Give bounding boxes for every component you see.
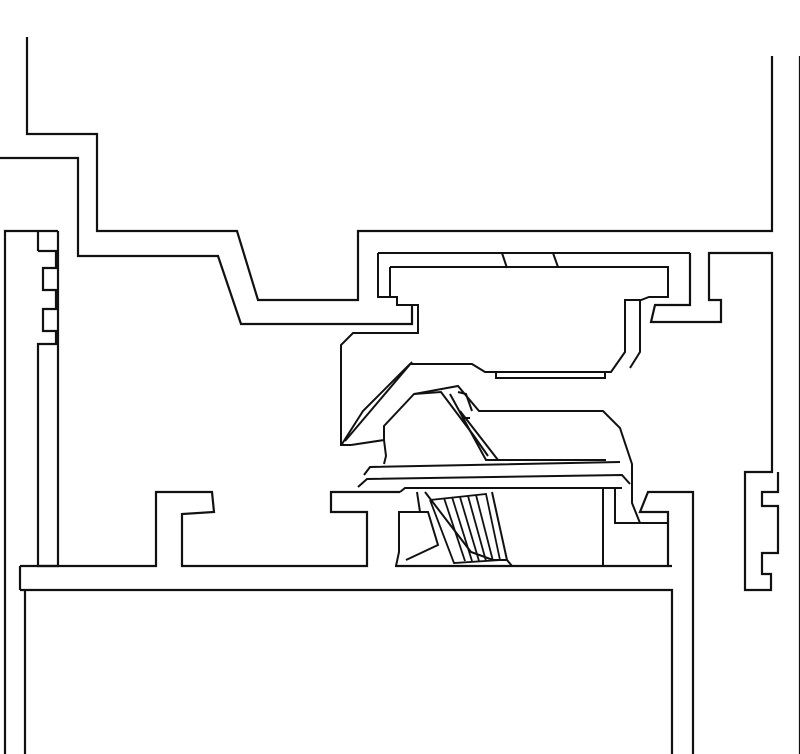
right-frame-profile xyxy=(649,56,800,754)
left-frame-profile xyxy=(3,229,60,754)
screw-insert xyxy=(429,493,502,564)
locking-cam xyxy=(341,377,669,566)
lower-frame-profile xyxy=(18,490,695,754)
glazing-bead-clip xyxy=(340,252,690,446)
upper-sash-profile xyxy=(0,37,774,326)
